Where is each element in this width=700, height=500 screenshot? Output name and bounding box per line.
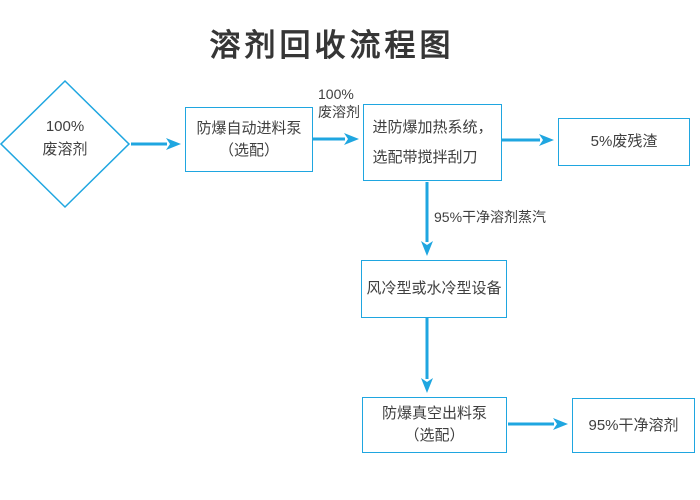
- node-discharge-pump-line1: 防爆真空出料泵: [381, 405, 487, 422]
- node-feed-pump: 防爆自动进料泵 （选配）: [185, 107, 313, 172]
- diamond-shape: [0, 79, 131, 209]
- edge-label-feed-to-heating: 100% 废溶剂: [318, 85, 360, 121]
- node-discharge-pump-line2: （选配）: [404, 427, 465, 444]
- page-title: 溶剂回收流程图: [209, 28, 455, 63]
- edge-label-feed-to-heating-line1: 100%: [318, 86, 354, 102]
- node-waste-solvent: 100% 废溶剂: [1, 115, 129, 161]
- node-heating-system: 进防爆加热系统， 选配带搅拌刮刀: [363, 104, 502, 181]
- node-feed-pump-line1: 防爆自动进料泵: [196, 119, 302, 137]
- node-heating-system-line1: 进防爆加热系统，: [372, 118, 493, 136]
- node-heating-system-line2: 选配带搅拌刮刀: [372, 148, 478, 166]
- node-waste-solvent-line2: 废溶剂: [42, 141, 88, 158]
- node-clean-solvent: 95%干净溶剂: [572, 398, 695, 453]
- node-discharge-pump: 防爆真空出料泵 （选配）: [362, 397, 507, 453]
- node-waste-residue: 5%废残渣: [558, 118, 690, 166]
- node-waste-solvent-line1: 100%: [45, 118, 85, 135]
- edge-label-heating-to-cooling: 95%干净溶剂蒸汽: [434, 209, 547, 225]
- node-cooling-device: 风冷型或水冷型设备: [361, 260, 507, 318]
- node-feed-pump-line2: （选配）: [218, 141, 279, 159]
- edge-label-feed-to-heating-line2: 废溶剂: [318, 104, 360, 120]
